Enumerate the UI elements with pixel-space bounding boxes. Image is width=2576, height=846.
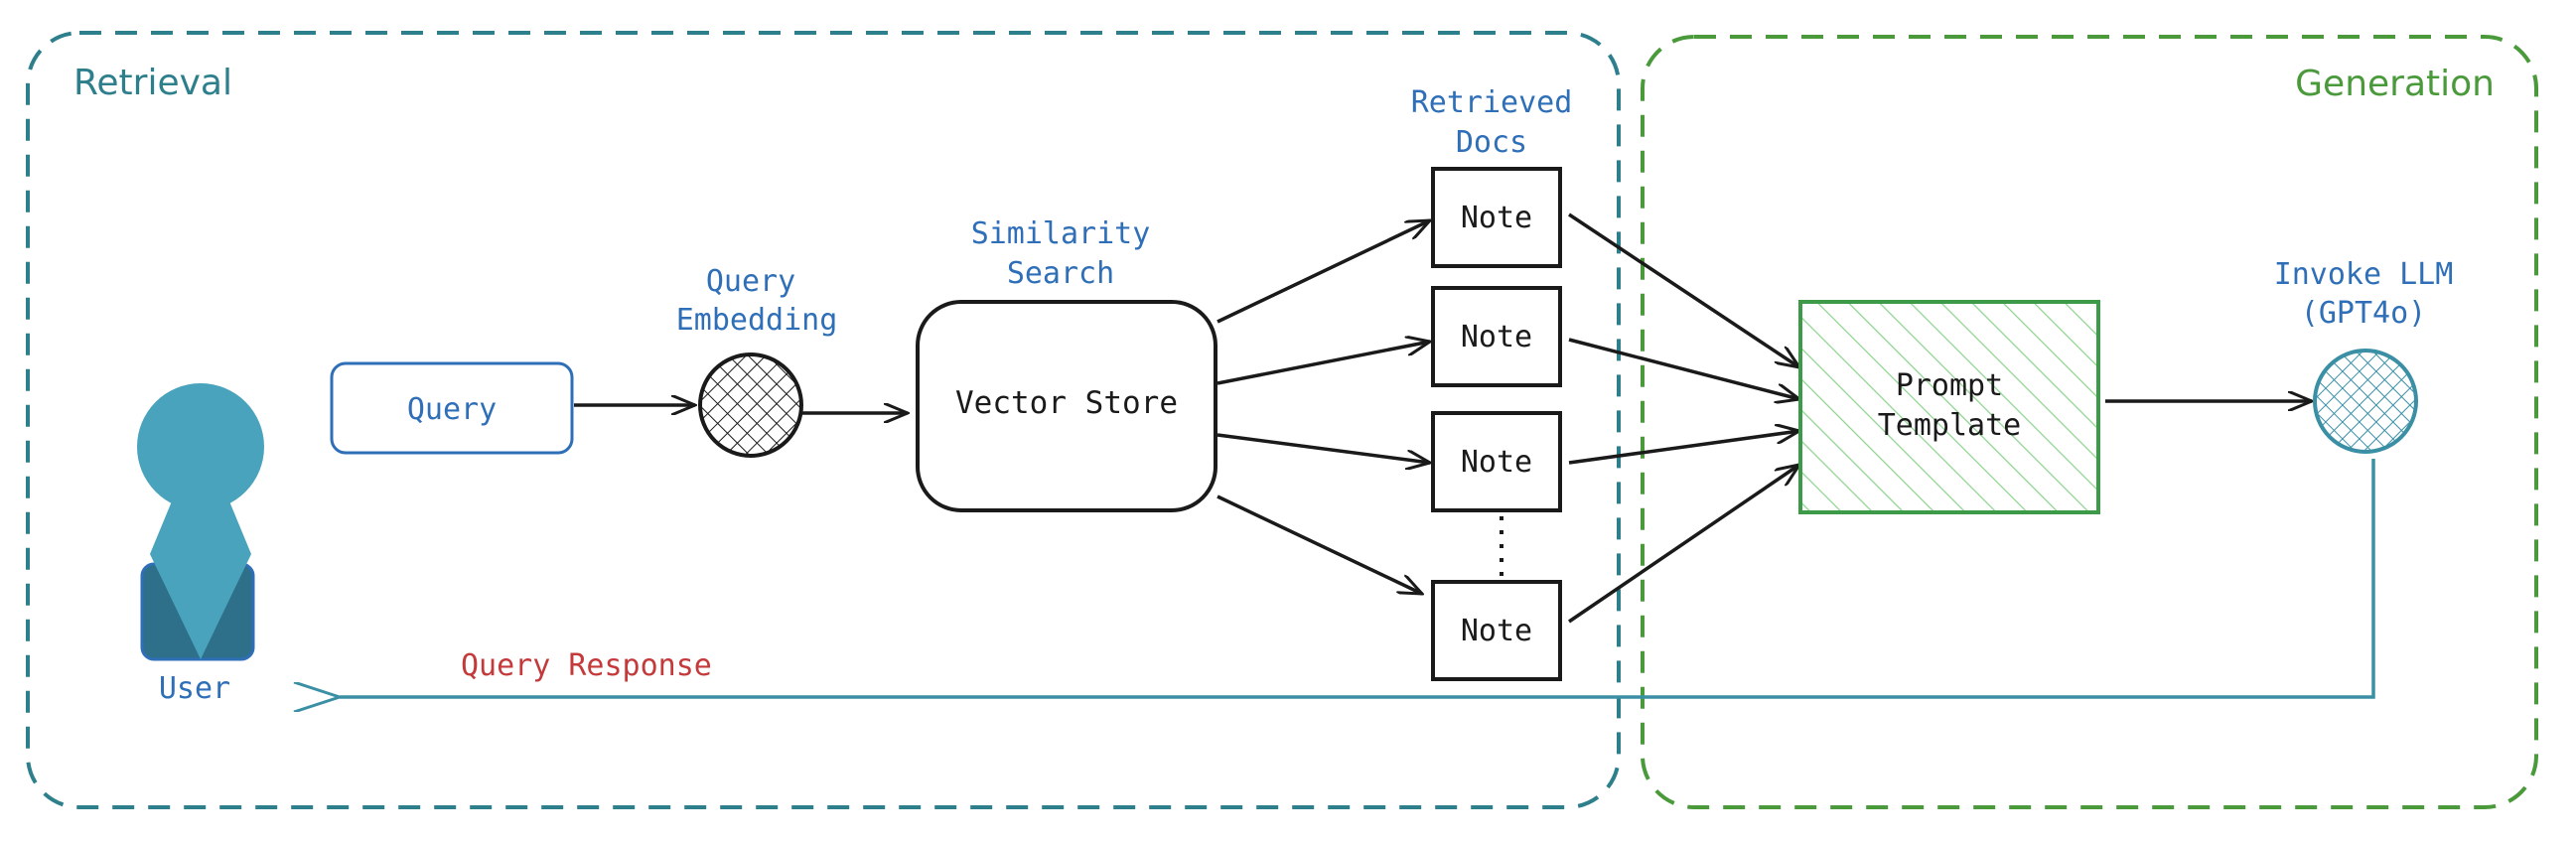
- generation-label: Generation: [2295, 64, 2495, 104]
- arrow-note-3-to-prompt: [1568, 431, 1799, 465]
- arrow-vectorstore-to-note-3: [1216, 433, 1430, 463]
- similarity-search-label-1: Similarity: [971, 216, 1151, 251]
- note-label-2: Note: [1461, 320, 1532, 354]
- vector-store-node: Similarity Search Vector Store: [916, 216, 1217, 512]
- prompt-template-label-2: Template: [1878, 408, 2022, 443]
- query-embedding-label-2: Embedding: [676, 303, 838, 338]
- person-icon: [137, 383, 264, 661]
- vector-store-label: Vector Store: [955, 385, 1178, 421]
- arrow-note-4-to-prompt: [1568, 465, 1799, 624]
- prompt-template-label-1: Prompt: [1896, 368, 2003, 403]
- note-label-4: Note: [1461, 614, 1532, 648]
- arrow-response-to-user: [340, 459, 2375, 697]
- query-label: Query: [407, 392, 497, 427]
- invoke-llm-node: Invoke LLM (GPT4o): [2274, 257, 2454, 454]
- arrow-vectorstore-to-note-2: [1216, 342, 1430, 385]
- invoke-llm-label-2: (GPT4o): [2301, 296, 2426, 331]
- embedding-circle-icon: [698, 352, 803, 458]
- user-label: User: [159, 671, 230, 706]
- user-node: User: [137, 383, 264, 706]
- arrow-vectorstore-to-note-1: [1216, 220, 1430, 324]
- llm-circle-icon: [2313, 349, 2418, 454]
- invoke-llm-label-1: Invoke LLM: [2274, 257, 2454, 292]
- prompt-template-node: Prompt Template: [1798, 300, 2100, 514]
- arrow-note-1-to-prompt: [1568, 212, 1799, 367]
- retrieved-docs-group: Retrieved Docs Note Note Note Note: [1411, 85, 1573, 681]
- retrieval-label: Retrieval: [73, 63, 232, 103]
- retrieved-docs-label-2: Docs: [1456, 125, 1527, 160]
- arrow-vectorstore-to-note-4: [1216, 494, 1422, 594]
- note-box-4: Note: [1431, 580, 1562, 681]
- note-box-1: Note: [1431, 167, 1562, 268]
- note-box-2: Note: [1431, 286, 1562, 387]
- query-node: Query: [330, 361, 574, 455]
- query-embedding-node: Query Embedding: [676, 264, 838, 458]
- note-label-3: Note: [1461, 445, 1532, 480]
- retrieval-region: Retrieval: [26, 31, 1621, 809]
- query-embedding-label-1: Query: [706, 264, 795, 299]
- generation-region: Generation: [1641, 35, 2538, 809]
- retrieved-docs-label-1: Retrieved: [1411, 85, 1573, 120]
- arrow-note-2-to-prompt: [1568, 338, 1799, 399]
- note-label-1: Note: [1461, 201, 1532, 235]
- similarity-search-label-2: Search: [1007, 256, 1114, 291]
- query-response-label: Query Response: [461, 648, 712, 683]
- note-box-3: Note: [1431, 411, 1562, 512]
